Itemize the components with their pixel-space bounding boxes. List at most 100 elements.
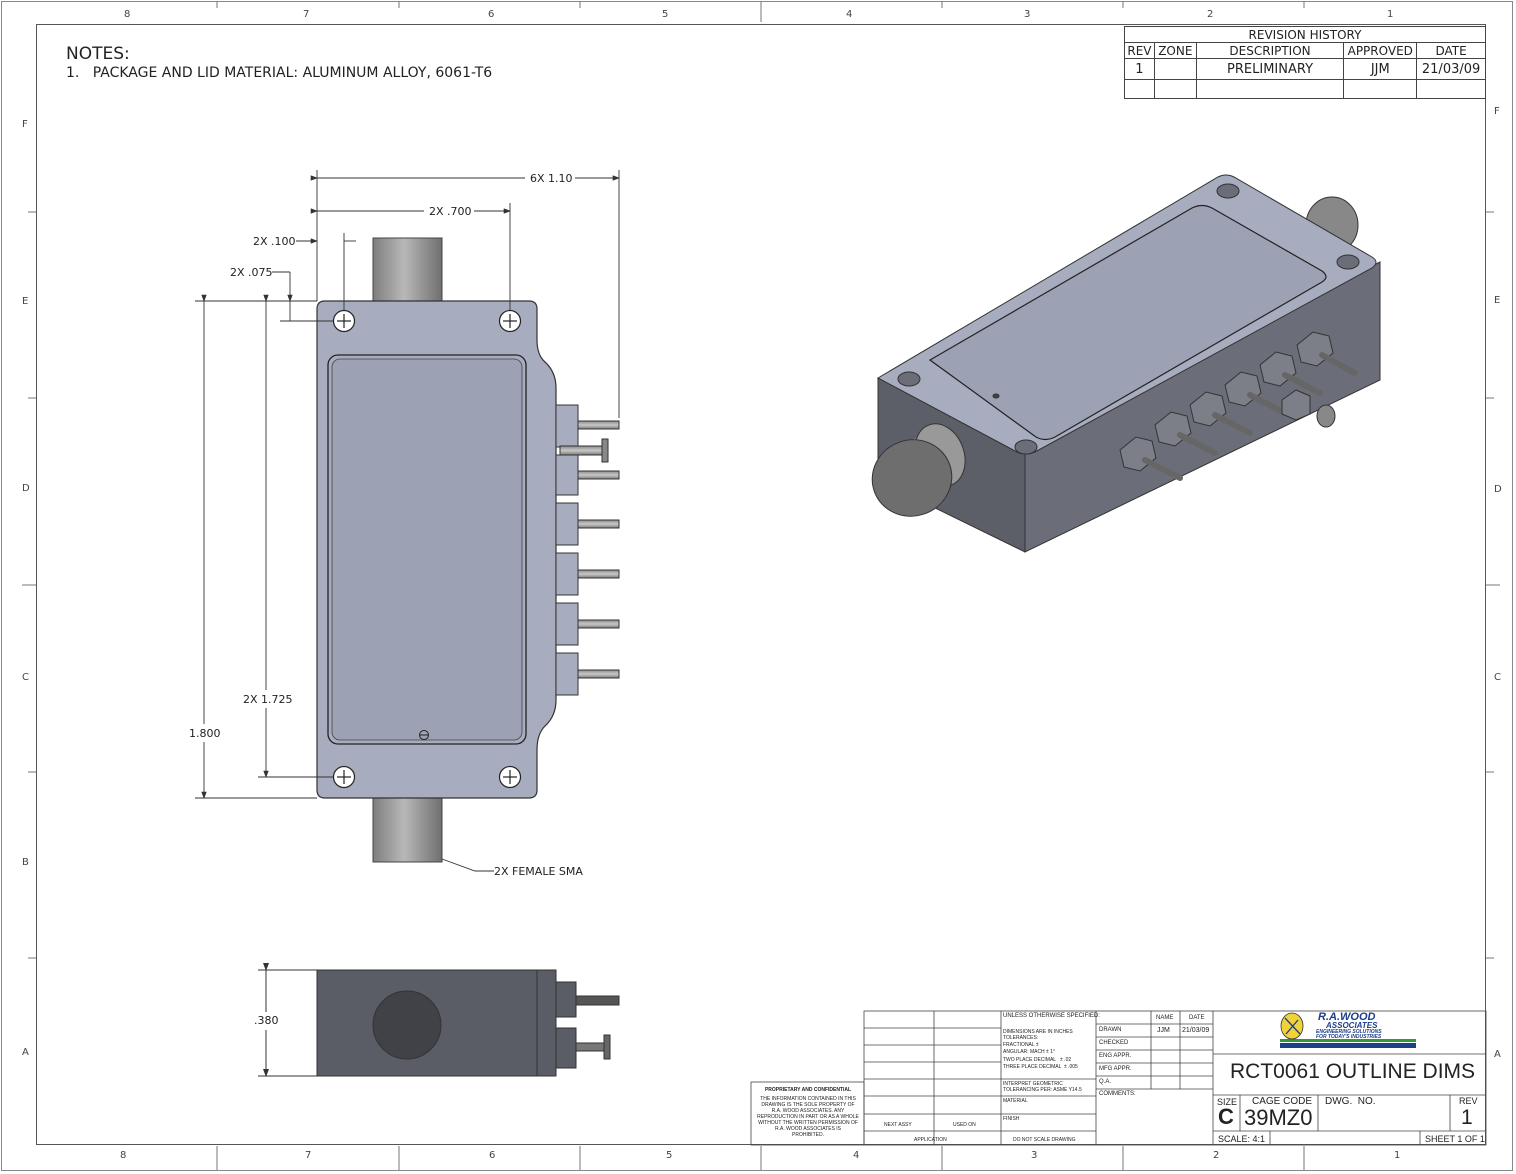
callout-female-sma: 2X FEMALE SMA (494, 865, 583, 878)
tb-size-label: SIZE (1217, 1097, 1238, 1107)
zone-col-3-bottom: 3 (1031, 1150, 1038, 1161)
zone-col-1-top: 1 (1387, 9, 1394, 20)
tb-two-place: TWO PLACE DECIMAL ± .02 (1003, 1057, 1072, 1063)
tb-rev-value: 1 (1461, 1106, 1473, 1129)
tb-scale: SCALE: 4:1 (1218, 1134, 1266, 1144)
zone-col-2-top: 2 (1207, 9, 1214, 20)
logo-tagline-1: ENGINEERING SOLUTIONS (1316, 1029, 1382, 1035)
tb-proprietary-line-6: R.A. WOOD ASSOCIATES IS (774, 1126, 842, 1132)
zone-ticks (22, 1, 1500, 1170)
tb-angular: ANGULAR: MACH ± 1° (1003, 1049, 1055, 1055)
zone-row-c-right: C (1494, 672, 1501, 683)
sma-connector-top (372, 237, 443, 303)
lid-outline (327, 354, 527, 745)
tb-unless-specified: UNLESS OTHERWISE SPECIFIED: (1003, 1013, 1100, 1019)
notes-heading: NOTES: (66, 44, 130, 64)
logo-tagline-2: FOR TODAY'S INDUSTRIES (1316, 1034, 1382, 1040)
tb-eng-appr-label: ENG APPR. (1099, 1053, 1132, 1059)
iso-sma-front (871, 439, 953, 517)
tb-size-value: C (1218, 1104, 1234, 1129)
zone-col-8-top: 8 (124, 9, 131, 20)
tb-proprietary-line-3: R.A. WOOD ASSOCIATES. ANY (771, 1108, 845, 1114)
tb-proprietary-title: PROPRIETARY AND CONFIDENTIAL (764, 1087, 852, 1093)
tb-drawn-label: DRAWN (1099, 1027, 1122, 1033)
feedthrough-pins (555, 404, 620, 696)
dim-2x075: 2X .075 (230, 266, 273, 279)
tb-interpret-1: INTERPRET GEOMETRIC (1003, 1081, 1063, 1087)
zone-row-f-left: F (22, 119, 28, 130)
tb-rev-label: REV (1459, 1096, 1478, 1106)
dim-380: .380 (254, 1014, 279, 1027)
zone-row-e-left: E (22, 296, 29, 307)
zone-col-3-top: 3 (1024, 9, 1031, 20)
note-1: 1. PACKAGE AND LID MATERIAL: ALUMINUM AL… (66, 65, 493, 81)
top-view (195, 170, 620, 872)
tb-used-on: USED ON (953, 1122, 976, 1128)
tb-checked-label: CHECKED (1099, 1040, 1129, 1046)
tb-drawn-name: JJM (1157, 1027, 1170, 1034)
zone-row-d-right: D (1494, 484, 1502, 495)
revision-history-table: REVISION HISTORY REV ZONE DESCRIPTION AP… (1124, 26, 1486, 99)
tb-qa-label: Q.A. (1099, 1079, 1112, 1085)
dim-1800: 1.800 (189, 727, 221, 740)
sma-connector-bottom (372, 797, 443, 863)
tb-name-header: NAME (1156, 1015, 1174, 1021)
zone-row-d-left: D (22, 483, 30, 494)
zone-row-c-left: C (22, 672, 29, 683)
tb-fractional: FRACTIONAL ± (1003, 1042, 1039, 1048)
rev-header-description: DESCRIPTION (1195, 42, 1345, 59)
zone-col-7-top: 7 (303, 9, 310, 20)
tb-comments-label: COMMENTS: (1099, 1091, 1136, 1097)
dim-6x110: 6X 1.10 (528, 172, 575, 185)
tb-proprietary-line-5: WITHOUT THE WRITTEN PERMISSION OF (758, 1120, 858, 1126)
tb-do-not-scale: DO NOT SCALE DRAWING (1013, 1137, 1076, 1143)
side-sma-face (372, 990, 442, 1060)
rev-header-date: DATE (1416, 42, 1486, 59)
zone-col-7-bottom: 7 (305, 1150, 312, 1161)
zone-col-4-bottom: 4 (853, 1150, 860, 1161)
zone-col-5-bottom: 5 (666, 1150, 673, 1161)
drawing-title: RCT0061 OUTLINE DIMS (1230, 1060, 1476, 1083)
zone-row-a-right: A (1494, 1049, 1501, 1060)
tb-finish-label: FINISH (1003, 1116, 1020, 1122)
tb-cage-value: 39MZ0 (1244, 1105, 1313, 1130)
tb-three-place: THREE PLACE DECIMAL ± .005 (1003, 1064, 1078, 1070)
dim-2x1725: 2X 1.725 (243, 693, 293, 706)
tb-date-header: DATE (1189, 1015, 1205, 1021)
zone-col-4-top: 4 (846, 9, 853, 20)
tb-proprietary-line-1: THE INFORMATION CONTAINED IN THIS (760, 1096, 856, 1102)
rev-header-approved: APPROVED (1343, 42, 1418, 59)
zone-col-8-bottom: 8 (120, 1150, 127, 1161)
zone-col-5-top: 5 (662, 9, 669, 20)
zone-col-6-bottom: 6 (489, 1150, 496, 1161)
tb-mfg-appr-label: MFG APPR. (1099, 1066, 1132, 1072)
isometric-view (871, 174, 1381, 553)
logo-name: R.A.WOOD (1318, 1011, 1376, 1023)
side-view (258, 963, 620, 1077)
tb-dims-in-inches: DIMENSIONS ARE IN INCHES (1003, 1029, 1073, 1035)
tb-interpret-2: TOLERANCING PER: ASME Y14.5 (1003, 1087, 1082, 1093)
tb-dwg-no-label: DWG. NO. (1325, 1096, 1376, 1107)
tb-proprietary-line-7: PROHIBITED. (792, 1132, 824, 1138)
zone-row-e-right: E (1494, 295, 1501, 306)
drawing-frame (36, 24, 1486, 1145)
tb-next-assy: NEXT ASSY (884, 1122, 912, 1128)
zone-col-6-top: 6 (488, 9, 495, 20)
iso-feedthroughs (1119, 331, 1358, 481)
zone-row-b-left: B (22, 857, 29, 868)
zone-col-1-bottom: 1 (1394, 1150, 1401, 1161)
tb-proprietary-line-2: DRAWING IS THE SOLE PROPERTY OF (761, 1102, 855, 1108)
logo-associates: ASSOCIATES (1326, 1021, 1378, 1030)
title-block-grid (750, 1010, 1487, 1146)
tb-proprietary-line-4: REPRODUCTION IN PART OR AS A WHOLE (757, 1114, 859, 1120)
dim-2x700: 2X .700 (427, 205, 474, 218)
rev-header-zone: ZONE (1153, 42, 1197, 59)
tb-sheet: SHEET 1 OF 1 (1425, 1134, 1485, 1144)
company-logo (1280, 1012, 1416, 1048)
tb-application: APPLICATION (914, 1137, 947, 1143)
tb-drawn-date: 21/03/09 (1182, 1027, 1210, 1034)
iso-lid (928, 204, 1327, 441)
rev-row2-approved (1343, 79, 1418, 99)
